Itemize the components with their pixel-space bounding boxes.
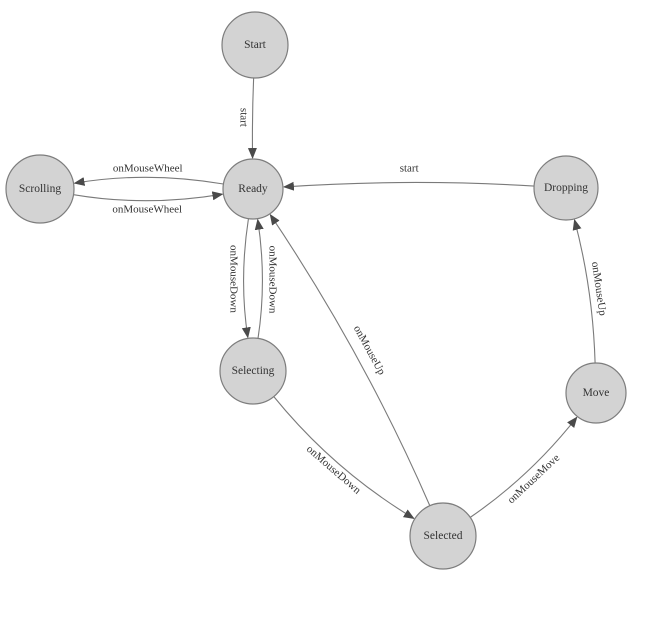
edge-label-selecting-ready: onMouseDown bbox=[266, 246, 278, 314]
state-circle-move[interactable] bbox=[565, 362, 627, 424]
edge-selected-ready[interactable] bbox=[269, 213, 431, 506]
edge-label-dropping-ready: start bbox=[400, 162, 419, 174]
state-node-selecting[interactable]: Selecting bbox=[219, 337, 287, 405]
state-circle-scrolling[interactable] bbox=[5, 154, 75, 224]
edge-layer bbox=[73, 77, 596, 519]
edge-ready-selecting[interactable] bbox=[241, 218, 251, 339]
edge-label-layer: start onMouseWheel onMouseWheel start onMous… bbox=[110, 106, 610, 508]
edge-label-ready-scrolling: onMouseWheel bbox=[113, 162, 183, 174]
edge-ready-scrolling[interactable] bbox=[73, 176, 224, 186]
state-node-dropping[interactable]: Dropping bbox=[533, 155, 599, 221]
state-circle-selecting[interactable] bbox=[219, 337, 287, 405]
edge-dropping-ready[interactable] bbox=[282, 181, 535, 191]
state-circle-start[interactable] bbox=[221, 11, 289, 79]
edge-scrolling-ready[interactable] bbox=[73, 191, 224, 202]
state-circle-ready[interactable] bbox=[222, 158, 284, 220]
edge-selecting-selected[interactable] bbox=[273, 396, 415, 519]
edge-move-dropping[interactable] bbox=[572, 218, 596, 364]
edge-label-start-ready: start bbox=[237, 108, 249, 127]
edge-label-move-dropping: onMouseUp bbox=[589, 261, 609, 317]
state-node-move[interactable]: Move bbox=[565, 362, 627, 424]
state-circle-dropping[interactable] bbox=[533, 155, 599, 221]
state-node-start[interactable]: Start bbox=[221, 11, 289, 79]
edge-selecting-ready[interactable] bbox=[254, 218, 264, 339]
edge-label-selecting-selected: onMouseDown bbox=[304, 443, 363, 497]
state-node-scrolling[interactable]: Scrolling bbox=[5, 154, 75, 224]
state-circle-selected[interactable] bbox=[409, 502, 477, 570]
edge-label-scrolling-ready: onMouseWheel bbox=[112, 204, 182, 216]
edge-label-ready-selecting: onMouseDown bbox=[228, 245, 240, 313]
edge-label-selected-move: onMouseMove bbox=[505, 452, 562, 506]
state-node-selected[interactable]: Selected bbox=[409, 502, 477, 570]
edge-selected-move[interactable] bbox=[469, 416, 578, 518]
edge-label-selected-ready: onMouseUp bbox=[351, 324, 388, 378]
edge-start-ready[interactable] bbox=[247, 77, 257, 160]
state-node-ready[interactable]: Ready bbox=[222, 158, 284, 220]
